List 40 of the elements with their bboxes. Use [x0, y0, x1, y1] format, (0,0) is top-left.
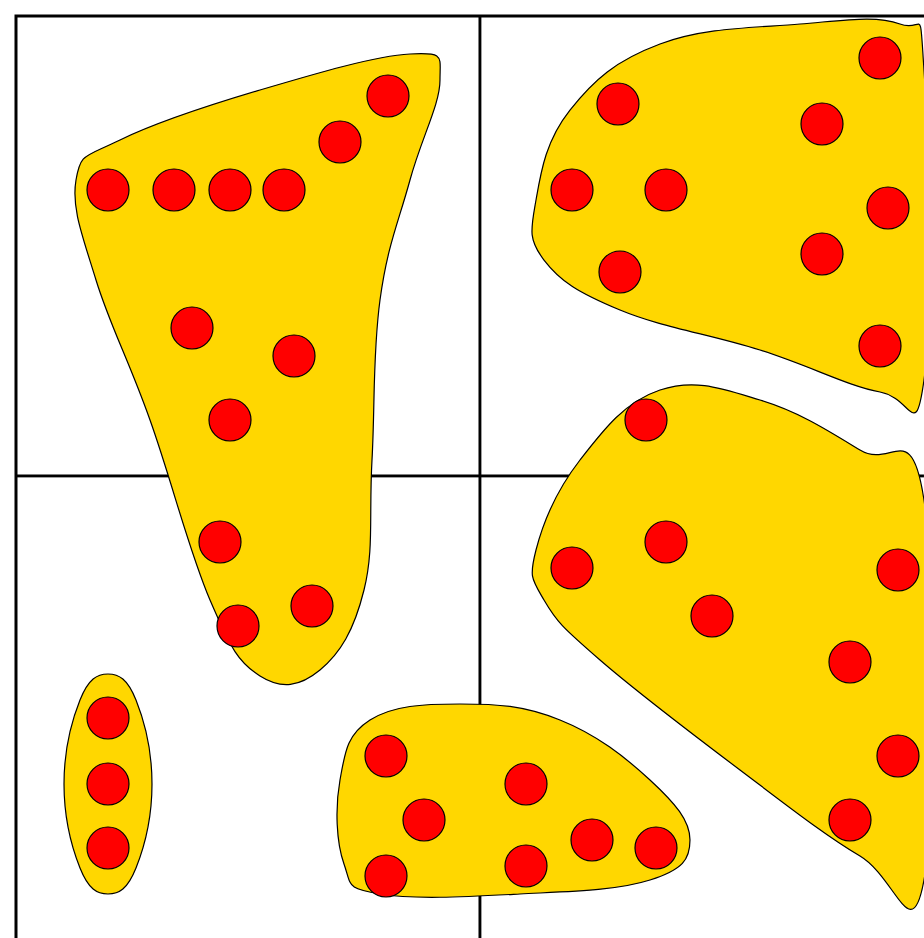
- dot: [644, 520, 688, 564]
- dot: [198, 520, 242, 564]
- dot: [318, 120, 362, 164]
- dot: [366, 74, 410, 118]
- dot: [208, 398, 252, 442]
- dot: [624, 398, 668, 442]
- dot: [550, 168, 594, 212]
- dot: [866, 186, 910, 230]
- dot: [262, 168, 306, 212]
- dot: [152, 168, 196, 212]
- dot: [364, 854, 408, 898]
- cluster-blob: [531, 384, 924, 910]
- dot: [800, 102, 844, 146]
- dot: [876, 734, 920, 778]
- dot: [290, 584, 334, 628]
- dot: [170, 306, 214, 350]
- dot: [86, 762, 130, 806]
- dot: [86, 696, 130, 740]
- dot: [596, 82, 640, 126]
- dot: [208, 168, 252, 212]
- dot: [570, 818, 614, 862]
- dot: [504, 844, 548, 888]
- dot: [876, 548, 920, 592]
- dot: [364, 734, 408, 778]
- dot: [550, 546, 594, 590]
- dot: [504, 762, 548, 806]
- dot: [402, 798, 446, 842]
- dot: [828, 640, 872, 684]
- dot: [644, 168, 688, 212]
- dot: [828, 798, 872, 842]
- dot: [690, 594, 734, 638]
- dot: [272, 334, 316, 378]
- dot: [634, 826, 678, 870]
- dot: [86, 826, 130, 870]
- dot: [858, 324, 902, 368]
- dot: [598, 250, 642, 294]
- dot: [86, 168, 130, 212]
- dot: [800, 232, 844, 276]
- dot: [216, 604, 260, 648]
- dot: [858, 36, 902, 80]
